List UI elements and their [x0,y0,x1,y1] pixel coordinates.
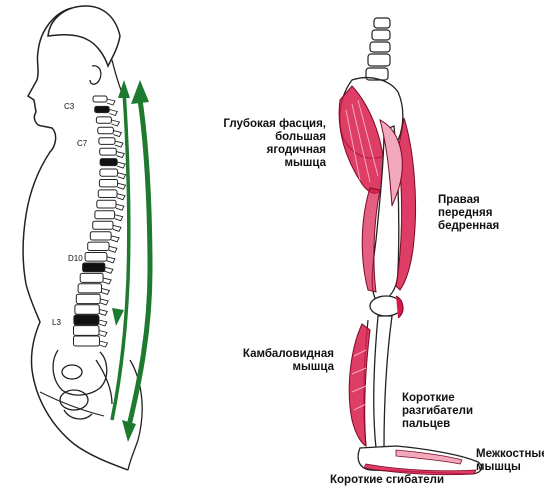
label-toe-flexors: Короткие сгибатели [330,474,444,487]
label-gluteus: Глубокая фасция, большая ягодичная мышца [214,118,326,170]
label-interossei: Межкостные мышцы [476,448,544,474]
tibia [374,316,392,448]
label-toe-extensors: Короткие разгибатели пальцев [402,392,473,431]
lumbar-spine [366,18,390,80]
soleus-muscle [349,324,370,446]
label-quadriceps: Правая передняя бедренная [438,194,499,233]
gluteus-muscle [339,86,384,193]
label-soleus: Камбаловидная мышца [240,348,334,374]
